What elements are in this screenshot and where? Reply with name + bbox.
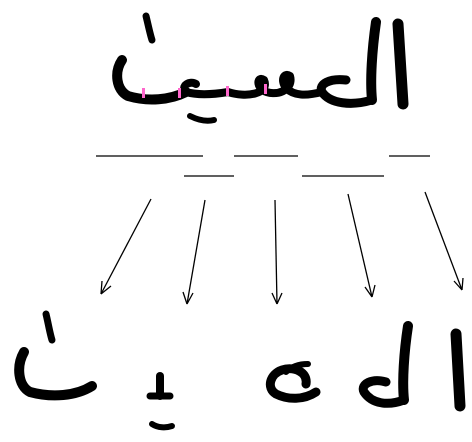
word-ha-stroke	[316, 75, 377, 108]
boundary-mark	[264, 84, 267, 94]
glyph-sin	[265, 361, 321, 403]
boundary-mark	[142, 88, 145, 98]
word-noon-stroke	[112, 55, 191, 105]
word-alef-stroke	[392, 18, 409, 110]
arrows	[100, 191, 464, 305]
boundary-mark	[226, 86, 229, 96]
glyph-lam-ha	[358, 321, 413, 408]
glyph-alef	[450, 328, 466, 412]
word-ya-dots	[187, 113, 217, 124]
arrow	[424, 191, 464, 291]
glyph-noon	[14, 310, 97, 401]
handwritten-word-connected	[112, 12, 409, 124]
arrow	[182, 199, 206, 305]
arrow	[347, 193, 376, 298]
handwritten-glyphs-separated	[14, 310, 466, 431]
arrow	[271, 199, 283, 305]
word-sin-stroke	[224, 71, 326, 99]
glyph-ya	[146, 372, 175, 431]
word-noon-dot	[142, 12, 156, 44]
boundary-mark	[178, 88, 181, 98]
segment-lines	[96, 155, 430, 177]
arrow	[100, 198, 152, 295]
word-lam-stroke	[366, 17, 381, 105]
